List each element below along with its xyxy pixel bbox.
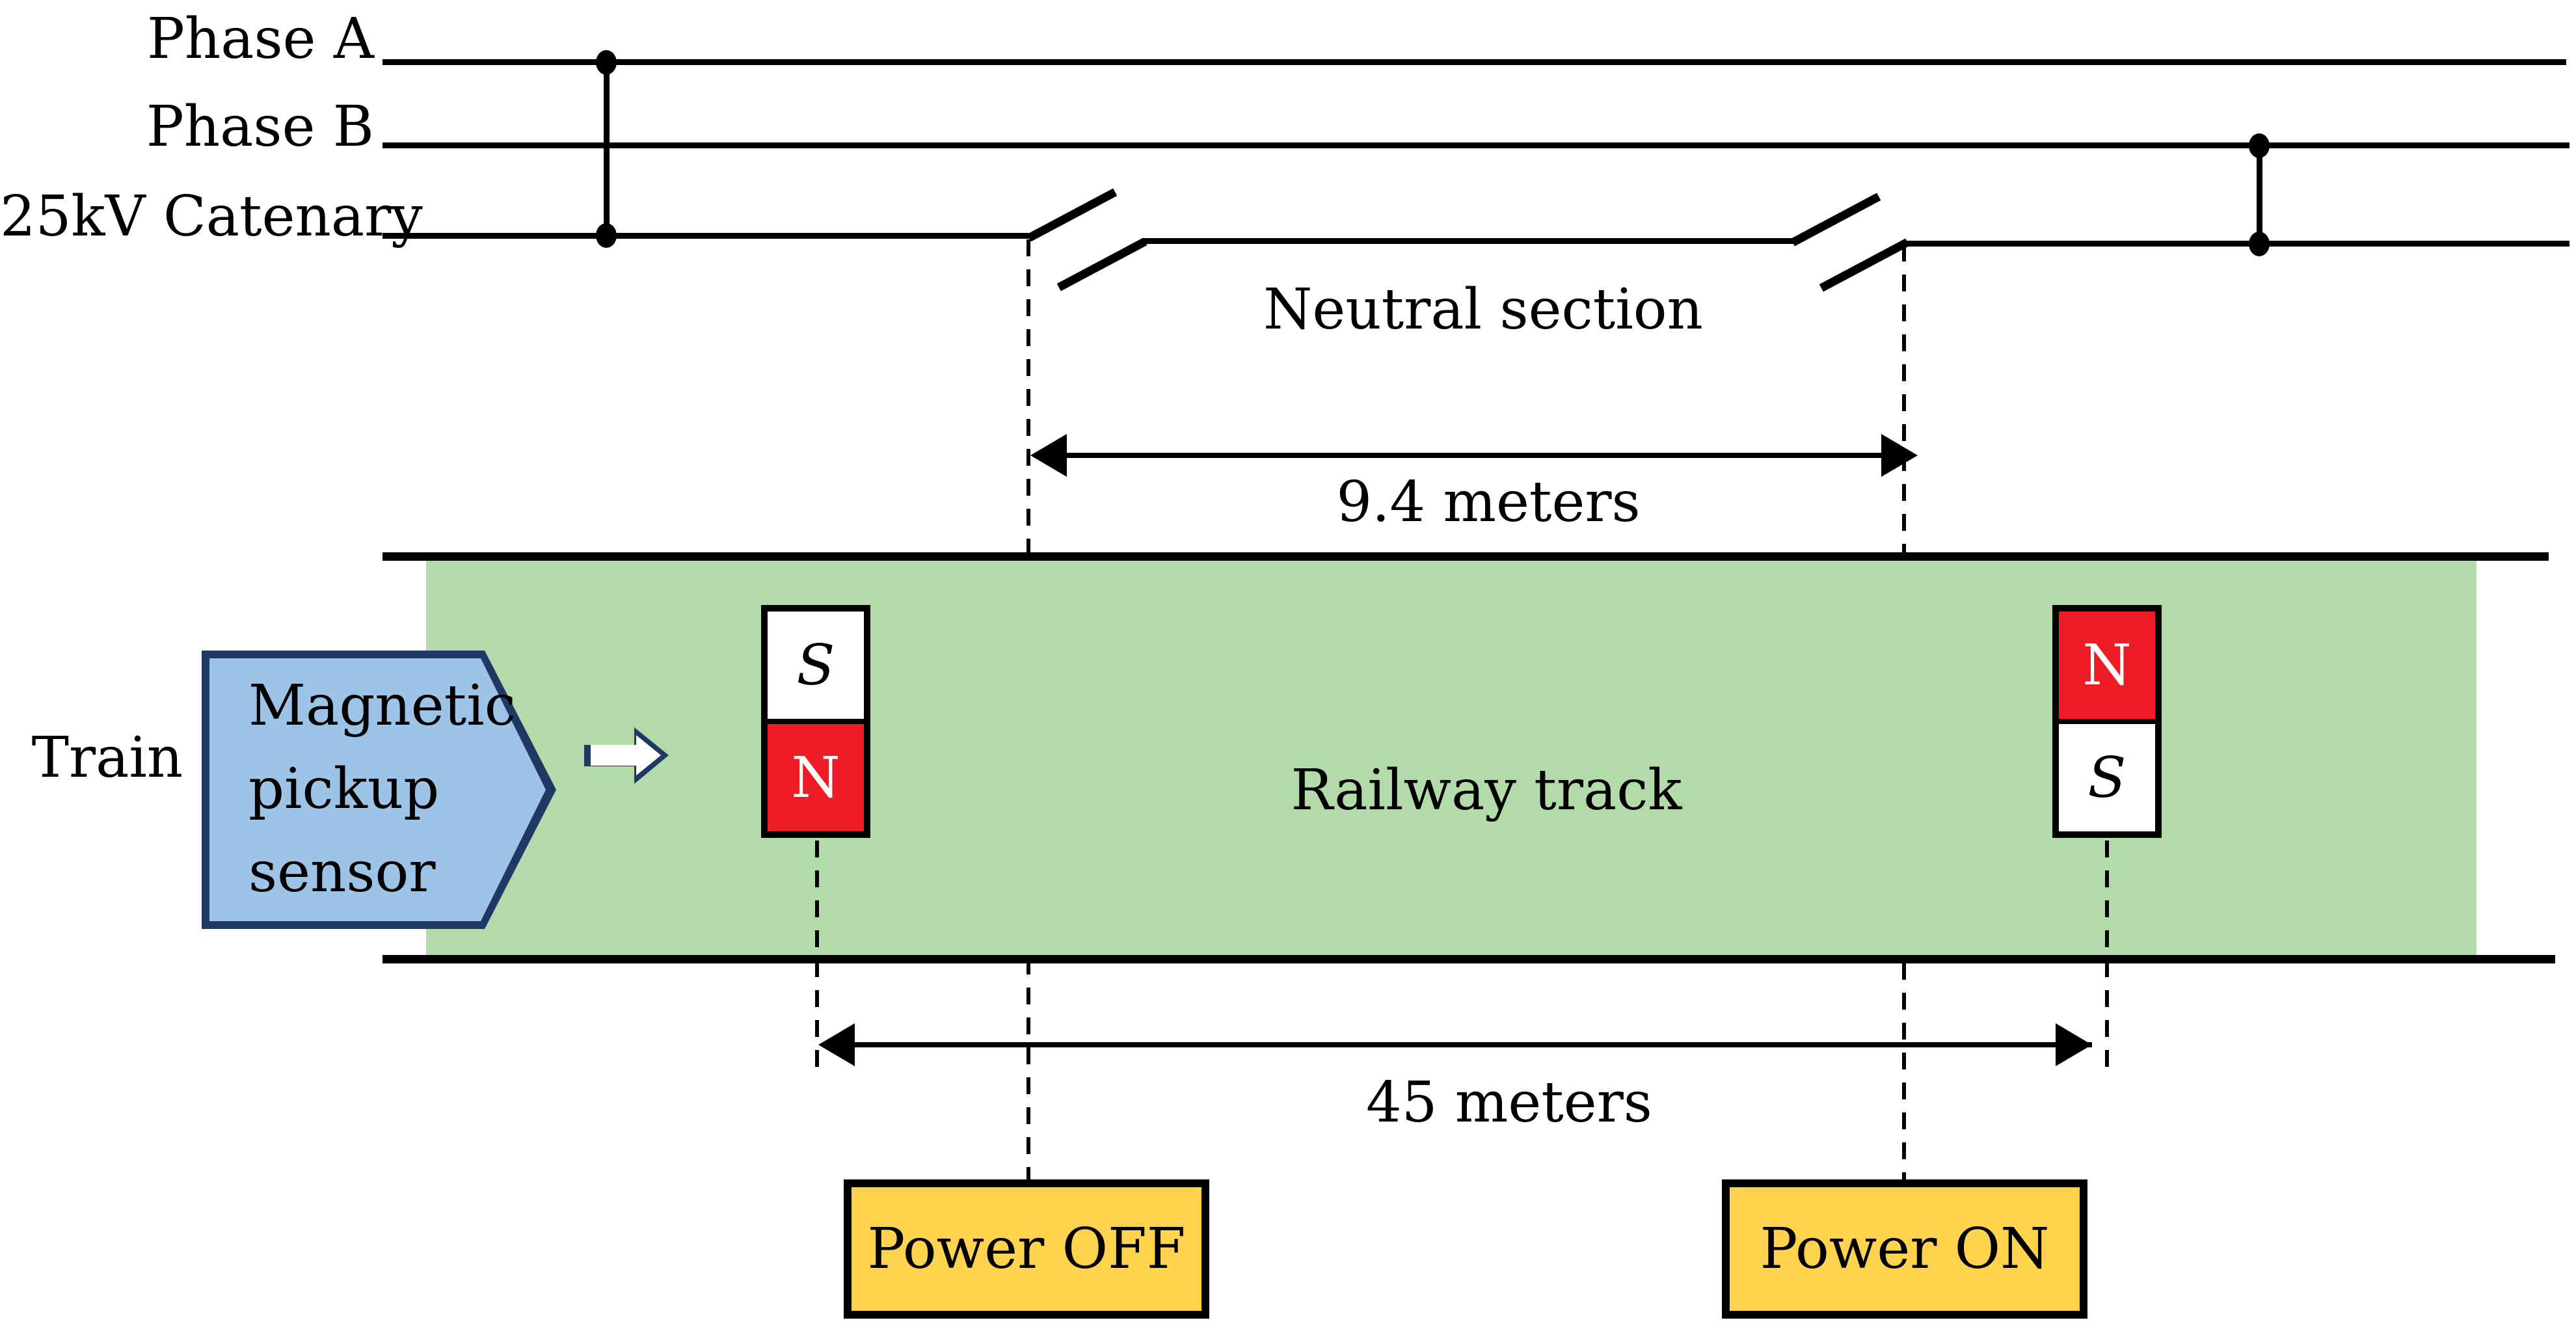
phase-a-wire — [382, 59, 2566, 65]
power-off-box: Power OFF — [844, 1179, 1209, 1319]
neutral-section-label: Neutral section — [1263, 277, 1703, 342]
junction-dot-catenary-right — [2249, 232, 2270, 256]
track-rail-bottom — [382, 955, 2555, 963]
power-on-box: Power ON — [1722, 1179, 2087, 1319]
junction-dot-phase-b — [2249, 133, 2270, 158]
power-on-label: Power ON — [1760, 1217, 2050, 1282]
dashed-line-magnet-left — [815, 840, 819, 1071]
magnetic-pickup-sensor-fill — [209, 658, 546, 921]
magnet-left-north-pole: N — [768, 724, 864, 831]
arrowhead-45m-left-icon — [818, 1023, 855, 1066]
train-label: Train — [31, 725, 183, 790]
break-left-lower-slash-icon — [1056, 237, 1147, 291]
arrowhead-45m-right-icon — [2056, 1023, 2092, 1066]
magnet-right-north-pole: N — [2059, 612, 2155, 719]
railway-track-label: Railway track — [1291, 758, 1682, 823]
magnet-right-south-pole: S — [2059, 724, 2155, 831]
catenary-wire-left — [382, 233, 1030, 239]
sensor-label-line1: Magnetic — [248, 673, 516, 738]
magnet-left-south-pole: S — [768, 612, 864, 719]
phase-b-label: Phase B — [146, 94, 374, 159]
catenary-wire-neutral — [1143, 238, 1794, 244]
dimension-line-9-4m — [1047, 453, 1899, 458]
track-rail-top — [382, 552, 2549, 561]
sensor-label-line2: pickup — [248, 757, 440, 822]
sensor-label-line3: sensor — [248, 840, 436, 905]
phase-a-label: Phase A — [147, 7, 374, 72]
phase-b-wire — [382, 142, 2569, 148]
magnet-right-divider — [2059, 719, 2155, 724]
neutral-length-label: 9.4 meters — [1336, 470, 1641, 535]
arrowhead-left-icon — [1030, 434, 1067, 477]
feeder-left-connector — [604, 62, 610, 237]
catenary-wire-right — [1906, 241, 2569, 247]
distance-45m-label: 45 meters — [1366, 1070, 1652, 1135]
catenary-label: 25kV Catenary — [0, 184, 423, 249]
feeder-right-connector — [2257, 145, 2262, 246]
arrowhead-right-icon — [1881, 434, 1918, 477]
break-left-upper-slash-icon — [1026, 188, 1118, 242]
magnet-left-divider — [768, 719, 864, 724]
magnet-right: N S — [2052, 605, 2162, 838]
dimension-line-45m — [835, 1042, 2092, 1047]
junction-dot-catenary-left — [596, 223, 617, 248]
dashed-line-magnet-right — [2105, 840, 2109, 1071]
power-off-label: Power OFF — [867, 1217, 1186, 1282]
magnet-left: S N — [761, 605, 870, 838]
junction-dot-phase-a — [596, 50, 617, 75]
break-right-upper-slash-icon — [1790, 193, 1881, 247]
break-right-lower-slash-icon — [1819, 238, 1910, 292]
